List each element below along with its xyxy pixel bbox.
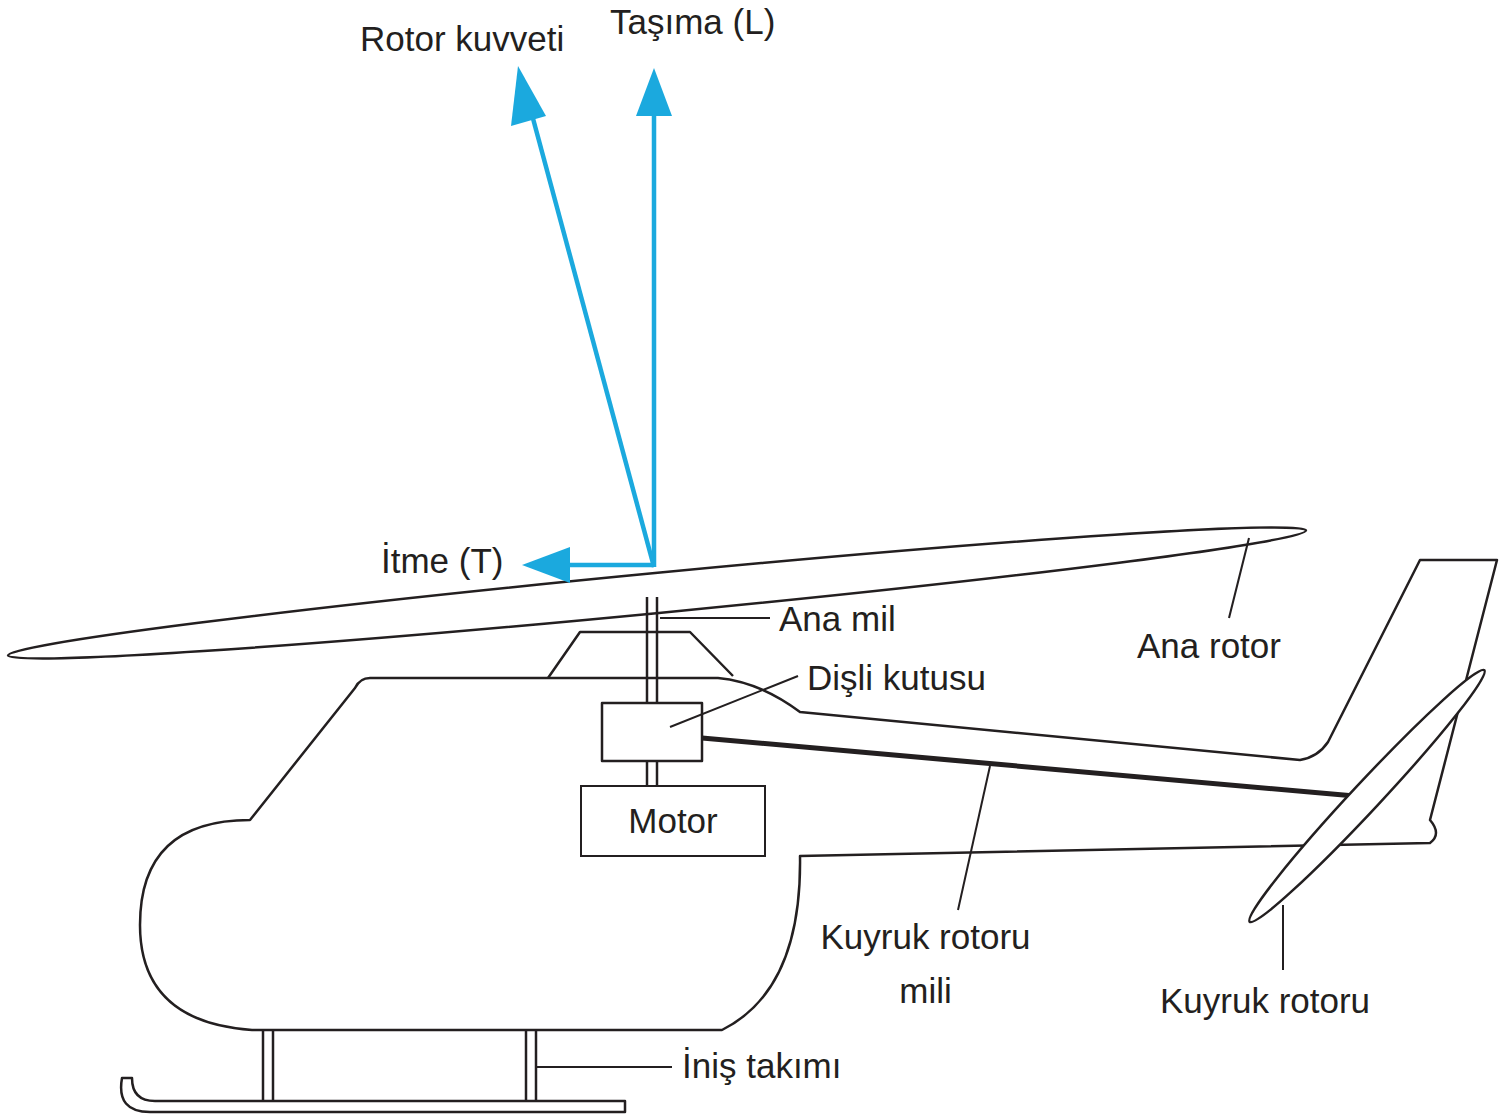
main-rotor	[6, 511, 1308, 676]
engine-label: Motor	[628, 801, 717, 841]
leader-line	[958, 766, 990, 910]
arrow-head	[636, 68, 672, 116]
engine-box: Motor	[580, 785, 766, 857]
part-label: Kuyruk rotoru mili	[793, 910, 1058, 1019]
leader-line	[670, 676, 798, 727]
part-label: Kuyruk rotoru	[1160, 980, 1370, 1022]
arrow-head	[522, 547, 570, 583]
landing-skid	[121, 1078, 625, 1112]
fuselage	[140, 560, 1497, 1030]
part-label: İtme (T)	[381, 540, 503, 582]
leader-line	[660, 617, 770, 619]
cowling	[548, 632, 733, 678]
landing-strut	[272, 1030, 275, 1101]
leader-line	[1282, 905, 1284, 970]
lift-arrow	[652, 100, 657, 567]
tail-rotor	[1239, 661, 1494, 932]
arrow-head	[511, 66, 546, 126]
rotor-force-arrow	[528, 100, 654, 567]
part-label: Ana rotor	[1137, 625, 1281, 667]
leader-line	[536, 1066, 672, 1068]
part-label: Rotor kuvveti	[360, 18, 564, 60]
part-label: Taşıma (L)	[610, 1, 775, 43]
landing-strut	[535, 1030, 538, 1101]
main-shaft	[646, 761, 649, 785]
part-label: Ana mil	[779, 598, 896, 640]
leader-line	[1229, 538, 1249, 618]
part-label: Dişli kutusu	[807, 657, 986, 699]
gearbox	[602, 703, 702, 761]
landing-strut	[262, 1030, 265, 1101]
main-shaft	[656, 761, 659, 785]
landing-strut	[525, 1030, 528, 1101]
part-label: İniş takımı	[682, 1045, 841, 1087]
tail-rotor-shaft	[702, 738, 1366, 797]
